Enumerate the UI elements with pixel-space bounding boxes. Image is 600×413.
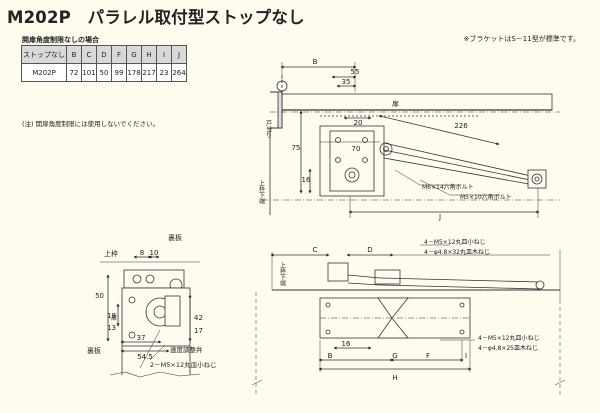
table-cell: 217 (141, 63, 157, 82)
label-screw-1: 4－M5×12丸皿小ねじ (424, 238, 485, 246)
spec-table: ストップなし B C D F G H I J M202P 72 101 50 9… (21, 45, 187, 82)
dim-h: H (392, 374, 397, 382)
dim-b: B (328, 352, 333, 360)
dim-b: B (313, 58, 318, 66)
table-header-cell: D (96, 45, 112, 64)
table-header-cell: ストップなし (21, 45, 67, 64)
label-door: 扉 (111, 314, 117, 322)
table-cell: 264 (171, 63, 187, 82)
bottom-right-drawing (251, 244, 566, 395)
table-cell: 72 (66, 63, 82, 82)
label-screw-m5: M5×10六角ボルト (460, 193, 512, 201)
label-speed-valve: 速度調整弁 (170, 345, 203, 354)
dim-226: 226 (454, 122, 468, 130)
label-top-frame-lower: 上枠下端 (279, 261, 286, 287)
dim-17: 17 (194, 327, 203, 335)
bottom-left-drawing (100, 255, 201, 378)
label-screw-m6: M6×14六角ボルト (422, 183, 474, 191)
top-drawing (262, 62, 560, 218)
dim-c: C (313, 246, 318, 254)
label-top-frame: 上枠 (104, 249, 118, 258)
label-screw-2: 4－φ4.8×32丸皿木ねじ (424, 248, 490, 256)
dim-13: 13 (107, 324, 116, 332)
table-header-cell: H (141, 45, 157, 64)
dim-16: 16 (302, 176, 311, 184)
bottom-left-labels: 8 10 50 19 13 42 17 37 54.5 上枠 裏板 裏板 扉 速… (87, 233, 217, 369)
table-cell-model: M202P (21, 63, 67, 82)
label-screw: 2－M5×12丸皿小ねじ (150, 360, 217, 369)
dim-42: 42 (194, 314, 203, 322)
label-screw-4: 4－φ4.8×25皿木ねじ (478, 344, 538, 352)
label-top-frame: 上枠下端 (258, 179, 265, 205)
top-drawing-labels: B 55 35 20 70 226 75 16 J 戸当り 扉 上枠下端 M6×… (258, 58, 512, 221)
bracket-note: ※ブラケットはS－11型が標準です。 (463, 35, 580, 43)
dim-37: 37 (137, 334, 146, 342)
dim-19: 19 (107, 312, 116, 320)
label-door-stop: 戸当り (265, 120, 272, 138)
dim-8: 8 (140, 249, 144, 257)
dim-g: G (392, 352, 397, 360)
dim-55: 55 (351, 68, 360, 76)
usage-note: (注) 開扉角度制限には使用しないでください。 (22, 120, 159, 128)
dim-35: 35 (342, 78, 351, 86)
dim-f: F (426, 352, 430, 360)
label-door: 扉 (392, 99, 399, 108)
dim-16: 16 (342, 340, 351, 348)
dim-i: I (465, 352, 467, 360)
dim-70: 70 (352, 145, 361, 153)
dim-10: 10 (150, 249, 159, 257)
dim-j: J (438, 213, 441, 221)
dim-d: D (367, 246, 372, 254)
table-row: M202P 72 101 50 99 178 217 23 264 (21, 63, 187, 82)
label-screw-3: 4－M5×12丸皿小ねじ (478, 334, 539, 342)
table-cell: 23 (156, 63, 172, 82)
dim-50: 50 (95, 292, 104, 300)
table-header-cell: C (81, 45, 97, 64)
label-back-plate-top: 裏板 (168, 233, 182, 242)
dim-54-5: 54.5 (137, 353, 153, 361)
spec-table-header-row: ストップなし B C D F G H I J (21, 45, 187, 64)
table-heading: 開扉角度制限なしの場合 (22, 36, 99, 44)
table-cell: 99 (111, 63, 127, 82)
page-title: M202P パラレル取付型ストップなし (7, 8, 305, 27)
dim-20: 20 (354, 119, 363, 127)
label-back-plate-bottom: 裏板 (87, 346, 101, 355)
dim-75: 75 (292, 144, 301, 152)
bottom-right-labels: C D 16 B G F I H 上枠下端 4－M5×12丸皿小ねじ 4－φ4.… (279, 238, 540, 382)
door-slab (281, 93, 553, 111)
table-cell: 50 (96, 63, 112, 82)
